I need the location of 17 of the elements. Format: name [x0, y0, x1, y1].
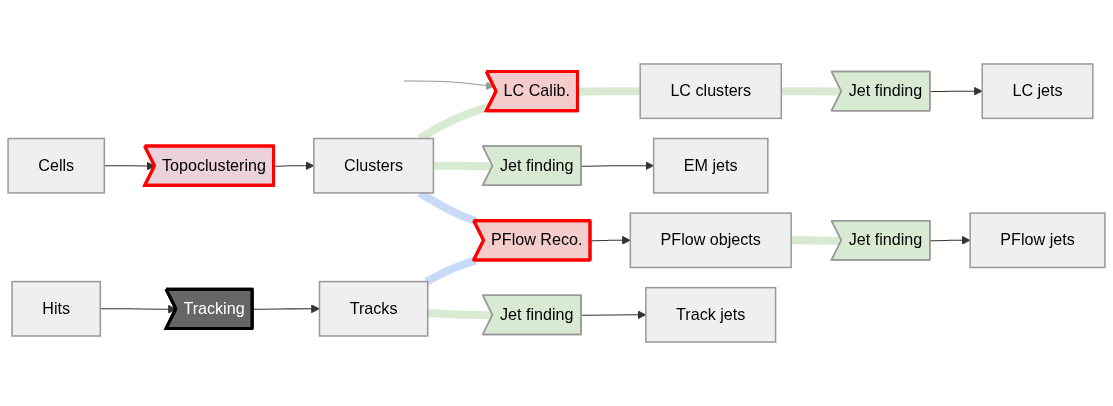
node-box: EM jets [652, 137, 769, 194]
node-box: PFlow jets [969, 212, 1106, 269]
node-box: Cells [7, 137, 106, 194]
node-box: PFlow objects [629, 212, 792, 269]
connector [577, 87, 641, 96]
node-box: Clusters [313, 137, 435, 194]
arrow [590, 235, 631, 245]
node-box: Track jets [645, 286, 777, 343]
connector [781, 87, 842, 96]
arrow [929, 86, 983, 96]
node-box: LC jets [981, 63, 1094, 120]
arrow [929, 235, 971, 245]
node-box: Tracks [318, 280, 429, 337]
connector [424, 256, 477, 286]
node-box: LC clusters [639, 63, 782, 120]
arrow [252, 304, 320, 314]
node-box: Hits [11, 280, 102, 337]
